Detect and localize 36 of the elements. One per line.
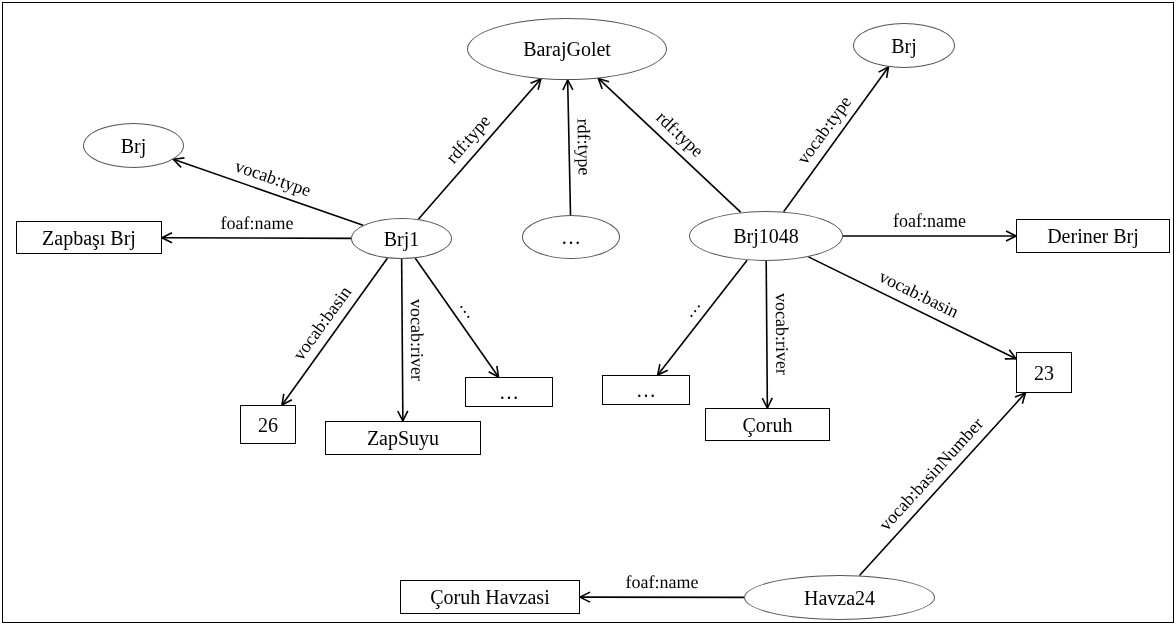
literal-box: Çoruh Havzasi [400,580,580,614]
arrow [579,591,745,603]
arrow [281,257,389,406]
literal-box: Zapbaşı Brj [16,221,162,254]
ellipse-node: Brj [853,23,955,68]
literal-box: 23 [1016,352,1072,393]
literal-box: Deriner Brj [1016,219,1170,253]
literal-box: … [602,375,690,405]
ellipse-node: BarajGolet [467,18,667,80]
ellipse-node: Havza24 [744,575,935,620]
arrow [761,260,774,409]
arrow [656,259,748,376]
arrow [842,230,1017,242]
literal-box: 26 [240,405,296,444]
edge-label: foaf:name [892,212,967,230]
edge-label: vocab:river [407,297,427,382]
literal-box: … [465,377,553,407]
edge-label: foaf:name [624,573,700,592]
literal-box: ZapSuyu [325,421,481,455]
literal-box: Çoruh [705,408,830,441]
arrow [414,257,500,378]
arrow [417,78,542,220]
arrow [397,258,409,422]
edge-label: vocab:river [772,292,792,377]
ellipse-node: Brj [83,123,184,168]
ellipse-node: … [522,215,620,259]
edge-label: rdf:type [574,117,594,177]
ellipse-node: Brj1 [351,218,452,259]
arrow [858,392,1027,577]
edge-label: foaf:name [219,213,295,233]
arrow [161,231,352,244]
arrow [782,66,890,213]
arrow [562,79,574,216]
ellipse-node: Brj1048 [689,211,843,261]
arrow [172,157,364,226]
arrow [807,256,1017,360]
